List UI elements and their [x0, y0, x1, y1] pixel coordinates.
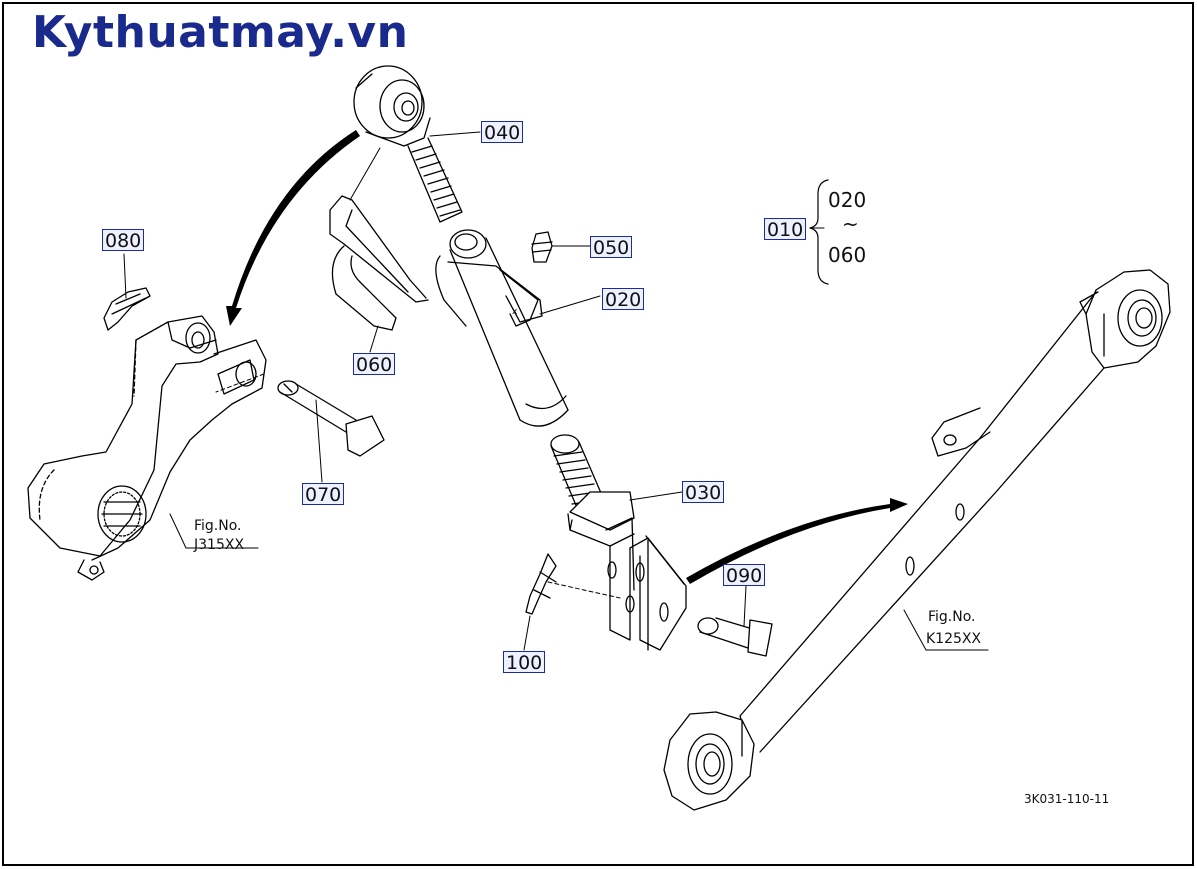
group-range-start: 020 — [828, 188, 867, 212]
svg-text:x: x — [512, 307, 518, 317]
snap-pin-100 — [525, 553, 557, 615]
retainer-clip-060 — [329, 195, 429, 331]
drawing-code: 3K031-110-11 — [1024, 792, 1110, 806]
figref-right-line2[interactable]: K125XX — [926, 631, 982, 647]
top-link-clevis — [567, 491, 687, 651]
group-brace — [809, 179, 829, 285]
figref-left-line2[interactable]: J315XX — [194, 537, 245, 553]
callout-070[interactable]: 070 — [302, 483, 344, 506]
lift-arm — [27, 315, 267, 581]
grease-nipple-050 — [531, 231, 553, 263]
callout-080[interactable]: 080 — [102, 229, 144, 252]
lower-link — [663, 269, 1171, 811]
top-link-ball-end — [353, 65, 431, 147]
leader-lines — [123, 131, 989, 651]
figref-right-line1: Fig.No. — [928, 609, 976, 625]
callout-050[interactable]: 050 — [590, 236, 632, 259]
callout-030[interactable]: 030 — [682, 481, 724, 504]
figref-left-line1: Fig.No. — [194, 518, 242, 534]
callout-100[interactable]: 100 — [503, 651, 545, 674]
group-range-end: 060 — [828, 243, 867, 267]
group-range-tilde: ~ — [842, 212, 859, 236]
top-link-lower-thread — [550, 434, 605, 511]
callout-020[interactable]: 020 — [602, 288, 644, 311]
callout-090[interactable]: 090 — [723, 564, 765, 587]
callout-060[interactable]: 060 — [353, 353, 395, 376]
top-link-upper-thread — [407, 137, 463, 223]
assembly-arrows — [226, 130, 908, 584]
pin-090 — [697, 617, 773, 657]
group-label-010[interactable]: 010 — [764, 218, 806, 241]
top-link-body-tube: x — [435, 229, 569, 427]
callout-040[interactable]: 040 — [481, 121, 523, 144]
watermark-logo: Kythuatmay.vn — [32, 7, 409, 58]
snap-pin-080 — [103, 287, 151, 331]
pin-070 — [277, 380, 385, 457]
